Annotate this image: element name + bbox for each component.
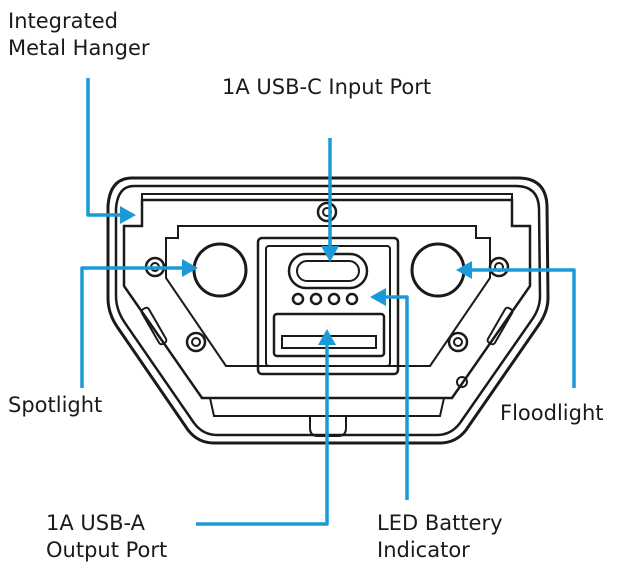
leader-spotlight: [80, 259, 198, 388]
leader-led: [370, 288, 409, 500]
screw-right-lower: [447, 331, 469, 353]
label-usb-a-output-port: 1A USB-A Output Port: [46, 510, 167, 564]
leader-usbc: [321, 138, 339, 262]
device-body: [106, 176, 550, 445]
usba-label-line2: Output Port: [46, 538, 168, 562]
usba-label-line1: 1A USB-A: [46, 511, 145, 535]
screw-left-lower: [185, 331, 207, 353]
label-floodlight: Floodlight: [500, 401, 604, 425]
leader-floodlight: [456, 261, 576, 388]
leader-usba: [196, 329, 336, 526]
led-battery-indicator: [291, 292, 359, 306]
screw-right-upper: [488, 256, 510, 278]
label-usb-c-input-port: 1A USB-C Input Port: [222, 75, 432, 99]
label-led-battery-indicator: LED Battery Indicator: [377, 510, 503, 564]
spotlight-lens: [192, 242, 248, 298]
led-label-line1: LED Battery: [377, 511, 503, 535]
hanger-label-line2: Metal Hanger: [8, 36, 150, 60]
led-label-line2: Indicator: [377, 538, 470, 562]
usb-c-port: [287, 252, 369, 290]
label-integrated-metal-hanger: Integrated Metal Hanger: [8, 8, 150, 62]
label-spotlight: Spotlight: [8, 393, 103, 417]
screw-top: [316, 201, 338, 223]
leader-hanger: [86, 78, 136, 224]
hanger-label-line1: Integrated: [8, 9, 118, 33]
